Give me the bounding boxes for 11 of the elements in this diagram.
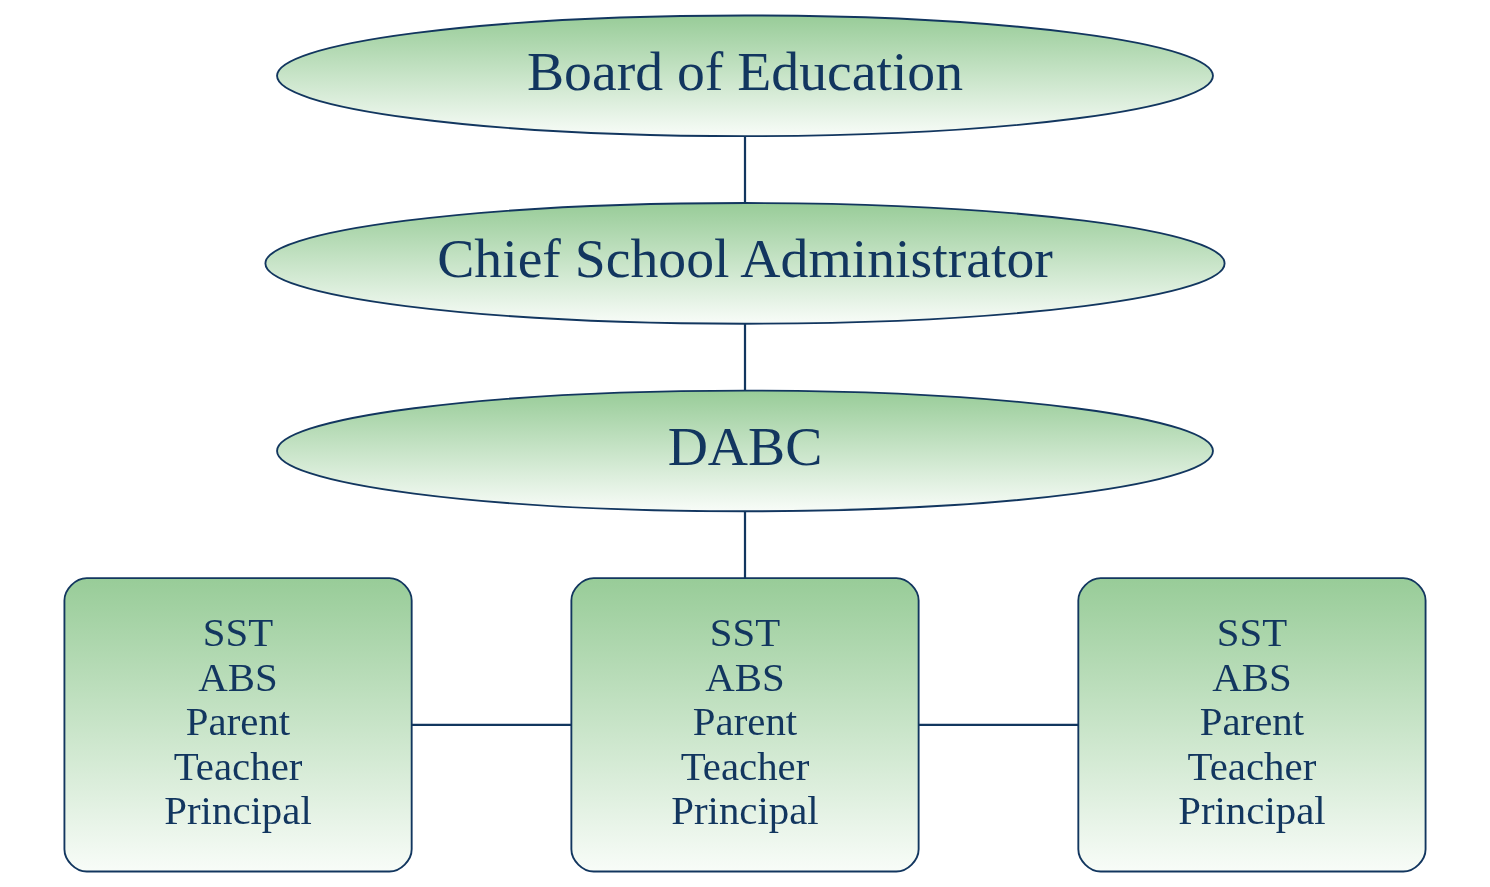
connector (743, 511, 747, 578)
connector (918, 723, 1079, 726)
node-box: SST ABS Parent Teacher Principal (570, 577, 920, 873)
node-ellipse: Chief School Administrator (264, 202, 1226, 325)
connector (743, 136, 747, 203)
connector (411, 723, 572, 726)
connector (743, 323, 747, 391)
node-ellipse: DABC (276, 389, 1214, 513)
node-box: SST ABS Parent Teacher Principal (63, 577, 413, 873)
node-ellipse: Board of Education (276, 14, 1214, 138)
node-box: SST ABS Parent Teacher Principal (1077, 577, 1427, 873)
